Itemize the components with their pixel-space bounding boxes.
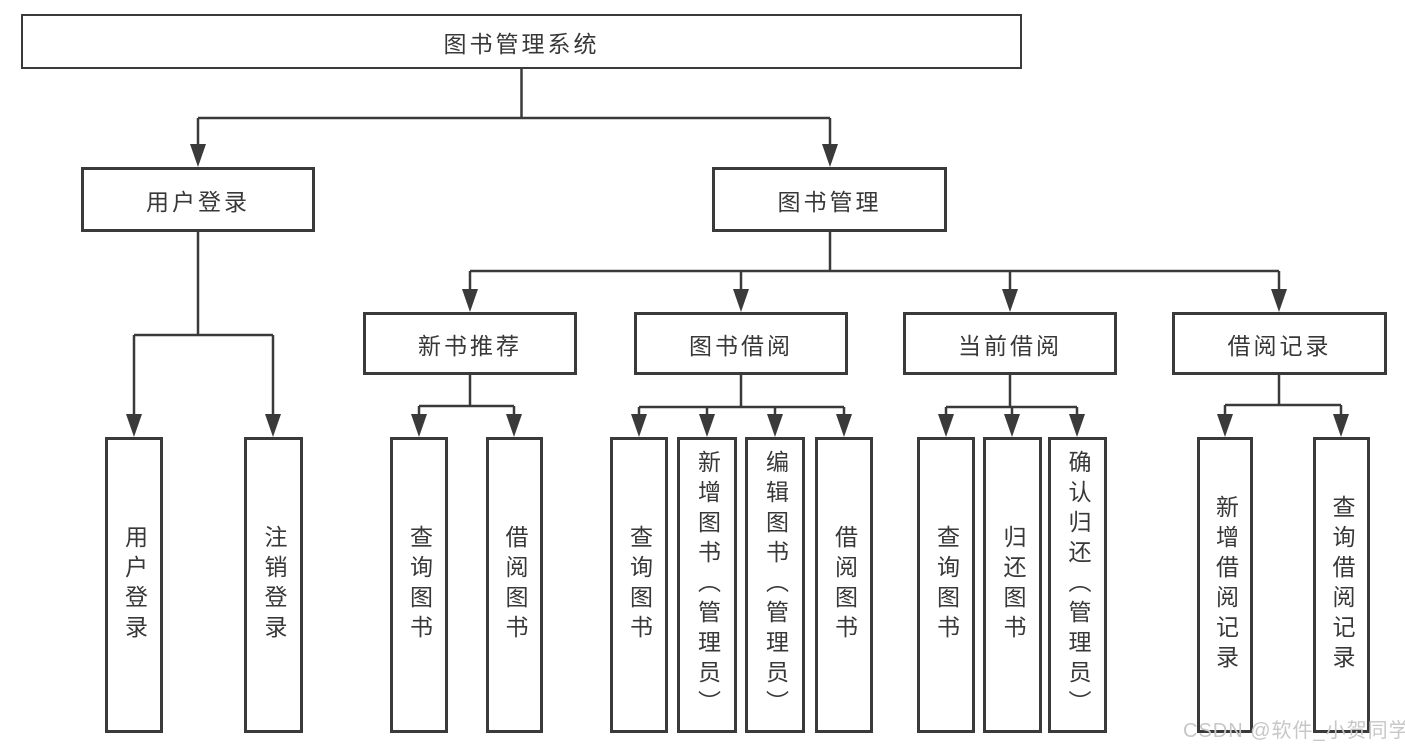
node-logout-leaf: 注销登录 — [244, 437, 303, 733]
arrowhead-icon — [1271, 289, 1287, 312]
node-label: 查询图书 — [933, 525, 960, 645]
node-label: 图书借阅 — [689, 332, 793, 359]
node-query-books-current: 查询图书 — [917, 437, 975, 733]
arrowhead-icon — [462, 289, 478, 312]
node-login-leaf: 用户登录 — [105, 437, 163, 733]
node-label: 借阅图书 — [502, 525, 528, 645]
node-label: 借阅记录 — [1227, 332, 1332, 359]
arrowhead-icon — [767, 414, 783, 437]
arrowheads — [126, 144, 1349, 437]
node-add-book-admin: 新增图书（管理员） — [677, 437, 737, 733]
connector-segments — [132, 68, 1343, 420]
connector-book-borrow — [637, 375, 846, 420]
node-label: 用户登录 — [121, 525, 148, 645]
connector-borrow-records — [1223, 375, 1343, 420]
node-label: 借阅图书 — [831, 525, 858, 645]
arrowhead-icon — [733, 289, 749, 312]
node-query-books-borrow: 查询图书 — [610, 437, 668, 733]
arrowhead-icon — [631, 414, 647, 437]
node-return-books: 归还图书 — [983, 437, 1042, 733]
arrowhead-icon — [265, 414, 281, 437]
node-label: 归还图书 — [1000, 525, 1026, 645]
node-label: 确认归还（管理员） — [1065, 450, 1091, 720]
connector-root — [196, 68, 832, 150]
arrowhead-icon — [836, 414, 852, 437]
node-edit-book-admin: 编辑图书（管理员） — [745, 437, 805, 733]
node-borrow-books-recommend: 借阅图书 — [486, 437, 543, 733]
node-label: 编辑图书（管理员） — [762, 450, 789, 720]
node-root: 图书管理系统 — [21, 14, 1022, 69]
connector-current-borrow — [944, 375, 1079, 420]
arrowhead-icon — [938, 414, 954, 437]
node-label: 新书推荐 — [418, 332, 522, 359]
arrowhead-icon — [1217, 414, 1233, 437]
arrowhead-icon — [506, 414, 522, 437]
connector-user-login — [132, 232, 275, 420]
node-query-books-recommend: 查询图书 — [390, 437, 448, 733]
node-label: 查询图书 — [626, 525, 653, 645]
connector-new-book-recommend — [417, 375, 516, 420]
arrowhead-icon — [126, 414, 142, 437]
node-label: 新增图书（管理员） — [694, 450, 721, 720]
arrowhead-icon — [1004, 414, 1020, 437]
node-label: 注销登录 — [261, 525, 287, 645]
node-label: 新增借阅记录 — [1212, 495, 1239, 675]
arrowhead-icon — [190, 144, 206, 167]
node-label: 查询图书 — [406, 525, 433, 645]
node-label: 图书管理 — [777, 188, 882, 215]
arrowhead-icon — [1333, 414, 1349, 437]
node-confirm-return-admin: 确认归还（管理员） — [1048, 437, 1107, 733]
arrowhead-icon — [699, 414, 715, 437]
node-book-management: 图书管理 — [712, 167, 947, 232]
node-current-borrow: 当前借阅 — [903, 312, 1117, 375]
arrowhead-icon — [411, 414, 427, 437]
csdn-watermark: CSDN @软件_小贺同学 — [1183, 720, 1405, 742]
node-query-borrow-record: 查询借阅记录 — [1313, 437, 1370, 733]
node-borrow-books-leaf: 借阅图书 — [815, 437, 873, 733]
arrowhead-icon — [1002, 289, 1018, 312]
node-borrow-records: 借阅记录 — [1172, 312, 1387, 375]
node-user-login: 用户登录 — [81, 167, 315, 232]
connector-book-management — [468, 232, 1281, 295]
node-book-borrow: 图书借阅 — [634, 312, 848, 375]
node-new-book-recommend: 新书推荐 — [363, 312, 577, 375]
node-label: 查询借阅记录 — [1329, 495, 1355, 675]
arrowhead-icon — [822, 144, 838, 167]
node-label: 用户登录 — [146, 188, 250, 215]
node-root-label: 图书管理系统 — [443, 30, 600, 57]
node-add-borrow-record: 新增借阅记录 — [1197, 437, 1253, 733]
arrowhead-icon — [1069, 414, 1085, 437]
node-label: 当前借阅 — [958, 332, 1062, 359]
